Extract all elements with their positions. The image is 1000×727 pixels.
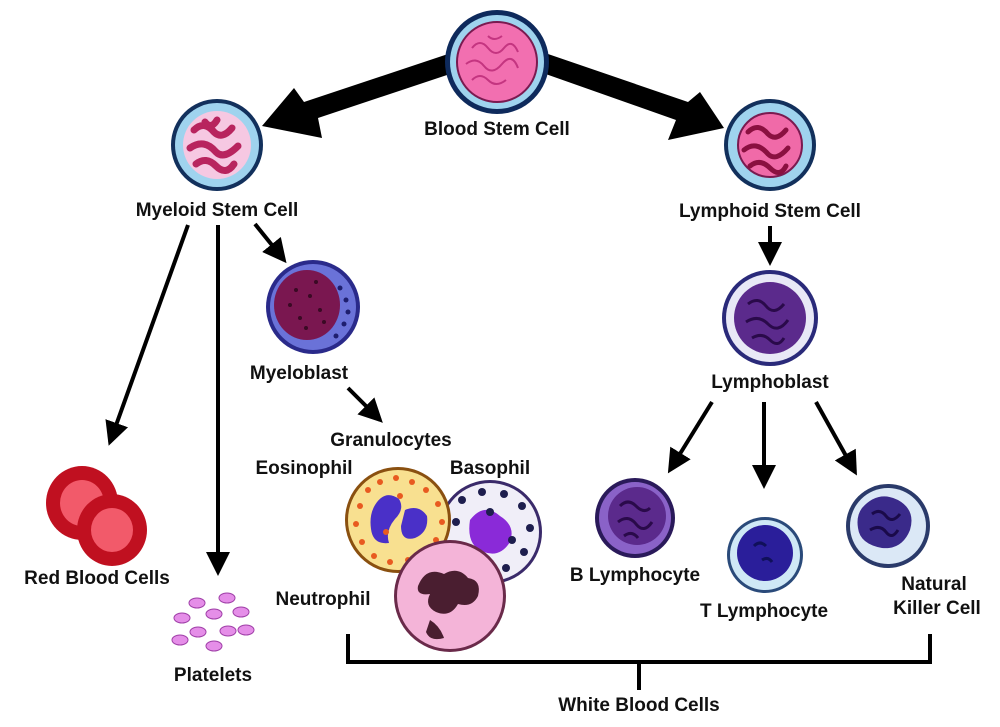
basophil-label: Basophil: [449, 458, 531, 479]
myeloblast-cell: [266, 260, 360, 354]
eosinophil-label: Eosinophil: [255, 458, 353, 479]
b-lymphocyte-label: B Lymphocyte: [569, 565, 701, 586]
lymphoblast-cell: [722, 270, 818, 366]
myeloblast-label: Myeloblast: [249, 363, 349, 384]
white-blood-cells-label: White Blood Cells: [558, 695, 720, 716]
lymphoid-stem-cell: [724, 99, 816, 191]
natural-killer-cell: [846, 484, 930, 568]
arrow-to-red-cells: [105, 224, 190, 446]
arrow-to-myeloid: [262, 54, 456, 138]
blood-stem-cell: [445, 10, 549, 114]
b-lymphocyte-cell: [595, 478, 675, 558]
t-lymphocyte-label: T Lymphocyte: [699, 601, 829, 622]
platelets: [171, 592, 255, 652]
natural-killer-label-line2: Killer Cell: [893, 598, 981, 619]
arrow-to-b-lymphocyte: [667, 400, 714, 474]
granulocytes-label: Granulocytes: [330, 430, 452, 451]
platelets-label: Platelets: [173, 665, 253, 686]
arrow-to-myeloblast: [253, 222, 287, 264]
natural-killer-label-line1: Natural: [901, 574, 967, 595]
arrow-to-granulocytes: [346, 386, 383, 423]
arrow-to-nk-cell: [814, 401, 857, 476]
neutrophil-cell: [394, 540, 506, 652]
arrow-to-lymphoid: [540, 54, 724, 140]
t-lymphocyte-cell: [727, 517, 803, 593]
white-blood-cells-bracket: [346, 634, 932, 690]
lymphoblast-label: Lymphoblast: [711, 372, 829, 393]
blood-stem-cell-label: Blood Stem Cell: [424, 119, 570, 140]
myeloid-stem-cell-label: Myeloid Stem Cell: [135, 200, 299, 221]
lymphoid-stem-cell-label: Lymphoid Stem Cell: [679, 201, 861, 222]
myeloid-stem-cell: [171, 99, 263, 191]
red-blood-cells: [46, 466, 147, 566]
red-blood-cells-label: Red Blood Cells: [24, 568, 170, 589]
neutrophil-label: Neutrophil: [275, 589, 371, 610]
